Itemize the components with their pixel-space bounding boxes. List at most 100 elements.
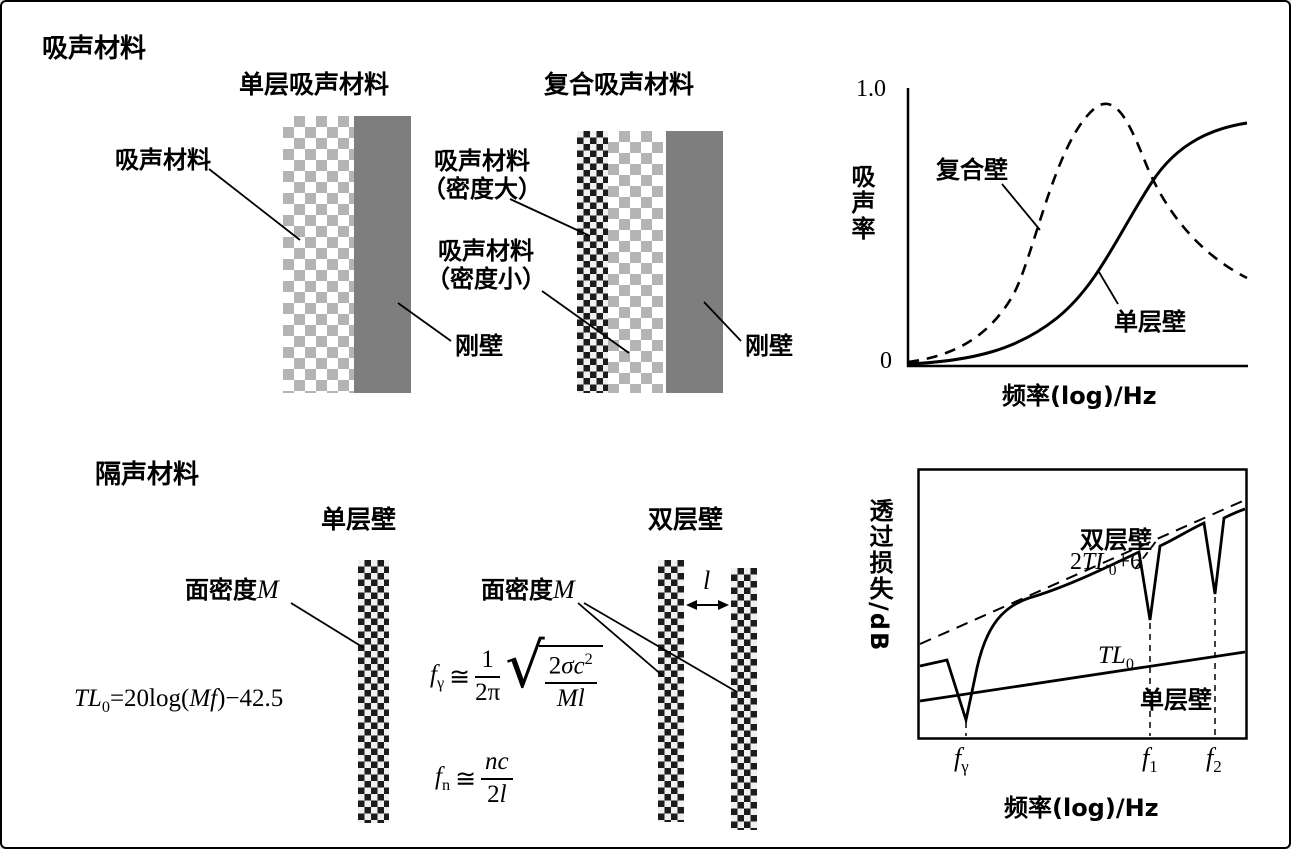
absorption-y-axis-label: 吸声率 — [847, 164, 875, 242]
double-wall-heading: 双层壁 — [648, 505, 724, 534]
rigid-wall-label-right: 刚壁 — [745, 332, 793, 360]
single-absorber-block — [283, 116, 354, 393]
surface-density-symbol: M — [553, 575, 575, 604]
fraction-numerator: 1 — [475, 646, 501, 678]
tick-f2: f2 — [1206, 743, 1222, 777]
tl-x-axis-label: 频率(log)/Hz — [1004, 794, 1159, 822]
surface-density-symbol: M — [257, 575, 279, 604]
light-material-label-line1: 吸声材料 — [438, 237, 534, 265]
f-variable: f — [1142, 743, 1150, 772]
double-wall-curve-label: 双层壁 — [1080, 526, 1152, 554]
double-wall-bar-right — [731, 568, 757, 830]
section-title-insulate: 隔声材料 — [95, 460, 200, 490]
tick-f-gamma: fγ — [954, 743, 969, 777]
gap-arrowhead-left — [686, 600, 697, 610]
single-rigid-wall-block — [354, 116, 411, 393]
composite-label-leader-line — [1001, 183, 1041, 231]
composite-absorber-heading: 复合吸声材料 — [544, 70, 695, 99]
absorption-ymin-tick: 0 — [880, 348, 892, 374]
two-subscript: 2 — [1213, 757, 1222, 777]
approx-sign: ≅ — [449, 663, 471, 691]
composite-dense-layer-block — [577, 131, 608, 393]
radicand: 2σc2 Ml — [538, 645, 603, 714]
approx-sign: ≅ — [455, 765, 477, 793]
section-title-absorb: 吸声材料 — [42, 34, 147, 64]
single-label-leader-line — [1098, 271, 1119, 305]
f-variable: f — [1206, 743, 1214, 772]
radicand-fraction: 2σc2 Ml — [544, 650, 597, 714]
surface-density-prefix: 面密度 — [185, 576, 257, 604]
fraction-numerator: 2σc2 — [544, 650, 597, 685]
gap-width-symbol: l — [703, 566, 711, 595]
fraction-denominator: Ml — [545, 684, 597, 714]
dense-material-label-line1: 吸声材料 — [434, 147, 530, 175]
squared-exponent: 2 — [584, 650, 593, 668]
tl0-formula: TL0=20log(Mf)−42.5 — [74, 685, 283, 717]
tl-subscript: 0 — [101, 698, 110, 716]
double-wall-curve — [919, 507, 1246, 726]
single-curve-label: 单层壁 — [1114, 308, 1186, 336]
light-material-label-line2: （密度小） — [426, 265, 546, 293]
ml-variables: Ml — [556, 685, 585, 713]
mf-argument: Mf — [189, 685, 218, 712]
n-subscript: n — [441, 775, 451, 794]
l-variable: l — [499, 780, 507, 808]
double-wall-bar-left — [658, 560, 684, 822]
fraction-denominator: 2l — [481, 780, 513, 810]
tl-variable: TL — [1098, 642, 1126, 669]
plus-six: +6 — [1116, 549, 1143, 575]
f-variable: f — [430, 660, 437, 688]
coefficient: 2 — [548, 652, 562, 680]
tl0-line — [919, 650, 1246, 703]
asymptote-label-leader-line — [1134, 539, 1158, 570]
dense-material-label-line2: （密度大） — [422, 175, 542, 203]
tl0-curve-label: TL0 — [1098, 642, 1134, 674]
single-wall-bar — [358, 560, 389, 823]
surface-density-label-right: 面密度M — [481, 570, 575, 605]
tl-variable: TL — [74, 685, 102, 712]
single-wall-curve-label: 单层壁 — [1140, 686, 1212, 714]
rigid-wall-label-left: 刚壁 — [455, 332, 503, 360]
single-wall-heading: 单层壁 — [321, 505, 397, 534]
f-variable: f — [435, 762, 442, 790]
composite-rigid-wall-block — [666, 131, 723, 393]
fraction-numerator: nc — [481, 748, 513, 780]
one-subscript: 1 — [1149, 757, 1158, 777]
surface-density-label-left: 面密度M — [185, 570, 279, 605]
formula-tail: )−42.5 — [217, 685, 284, 712]
f-n-symbol: fn — [435, 763, 450, 795]
tl-variable: TL — [1082, 549, 1109, 575]
coefficient: 2 — [1070, 549, 1082, 575]
composite-curve-label: 复合壁 — [936, 156, 1008, 184]
tl-subscript: 0 — [1125, 655, 1134, 673]
absorber-material-label: 吸声材料 — [115, 146, 211, 174]
density-left-leader-line — [290, 602, 365, 649]
asymptote-label: 2TL0+6 — [1070, 549, 1142, 580]
chart-border — [917, 468, 1248, 740]
composite-light-layer-block — [608, 131, 663, 393]
tl-y-axis-label: 透过损失/dB — [865, 498, 893, 653]
radical-sign: √ — [505, 629, 545, 702]
tick-f1: f1 — [1142, 743, 1158, 777]
surface-density-prefix: 面密度 — [481, 576, 553, 604]
transmission-loss-chart — [917, 468, 1248, 740]
gamma-subscript: γ — [436, 673, 445, 692]
sigma-c-variables: σc — [561, 652, 585, 680]
absorption-axes — [906, 88, 1248, 368]
single-wall-curve — [907, 121, 1248, 366]
nc-over-2l-fraction: nc 2l — [481, 748, 513, 810]
single-absorber-heading: 单层吸声材料 — [239, 70, 390, 99]
absorption-ymax-tick: 1.0 — [856, 76, 886, 102]
gap-arrowhead-right — [718, 600, 729, 610]
coefficient: 2 — [487, 780, 500, 808]
f-variable: f — [954, 743, 962, 772]
nc-variables: nc — [485, 748, 509, 775]
absorption-chart — [906, 88, 1248, 368]
composite-wall-curve — [907, 102, 1248, 364]
gamma-subscript: γ — [961, 757, 969, 777]
f-gamma-symbol: fγ — [430, 661, 444, 693]
tl-subscript: 0 — [1108, 561, 1117, 579]
